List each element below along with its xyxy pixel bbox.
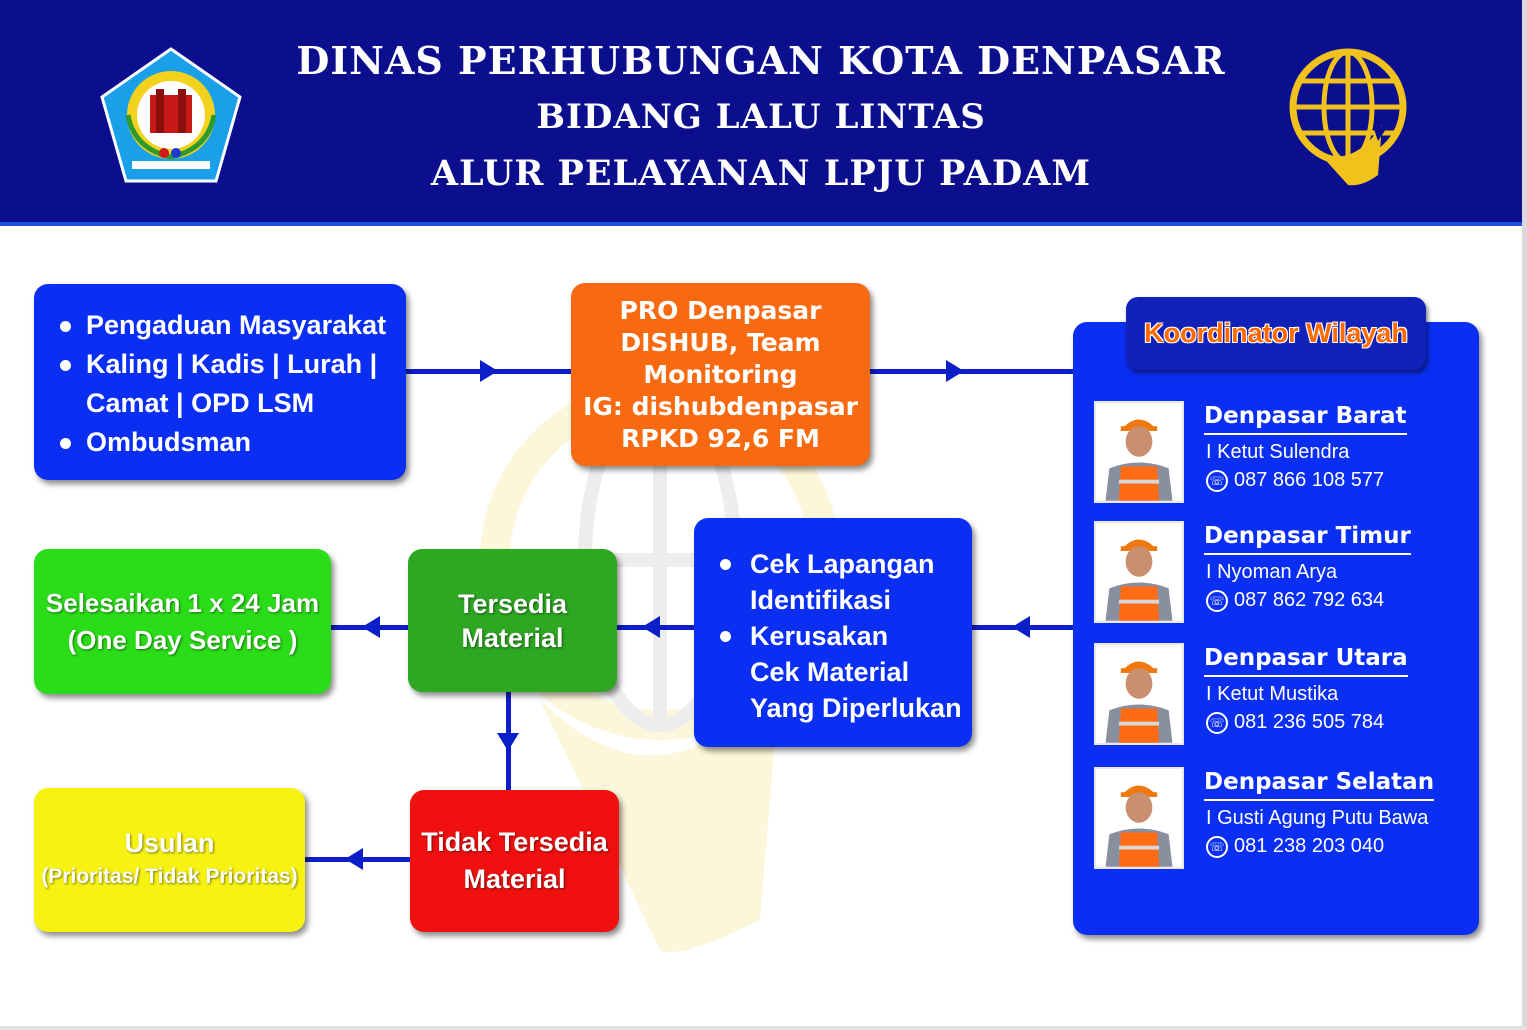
check-item: Yang Diperlukan — [750, 693, 962, 723]
phone-icon: ☏ — [1206, 711, 1228, 734]
phone-icon: ☏ — [1206, 469, 1228, 492]
one-day-service-label: Selesaikan 1 x 24 Jam — [45, 587, 320, 618]
complaint-sources-box: Pengaduan Masyarakat Kaling | Kadis | Lu… — [34, 284, 406, 480]
one-day-service-sublabel: (One Day Service ) — [67, 624, 298, 655]
material-available-label: Material — [461, 622, 564, 653]
page-edge — [0, 1026, 1527, 1030]
proposal-label: Usulan — [124, 828, 215, 858]
source-item: Camat | OPD LSM — [86, 388, 315, 418]
region-name: Denpasar Barat — [1204, 401, 1407, 435]
denpasar-city-emblem-icon — [100, 47, 242, 183]
region-name: Denpasar Utara — [1204, 643, 1408, 677]
coordinator-name: I Ketut Mustika — [1206, 683, 1339, 705]
page-edge — [1522, 0, 1527, 1030]
region-name: Denpasar Selatan — [1204, 767, 1435, 801]
page-heading: ALUR PELAYANAN LPJU PADAM — [430, 153, 1092, 194]
check-item: Identifikasi — [750, 585, 892, 615]
coordinator-name: I Gusti Agung Putu Bawa — [1206, 807, 1429, 829]
phone-icon: ☏ — [1206, 835, 1228, 858]
coordinator-name: I Ketut Sulendra — [1206, 441, 1350, 463]
phone-number: 081 238 203 040 — [1234, 835, 1385, 857]
arrow-left-icon — [642, 616, 660, 638]
regional-coordinator-title: Koordinator Wilayah — [1126, 297, 1426, 370]
phone-number: 087 862 792 634 — [1234, 589, 1385, 611]
arrow-left-icon — [1012, 616, 1030, 638]
source-item: Pengaduan Masyarakat — [60, 306, 406, 345]
page-subtitle: BIDANG LALU LINTAS — [536, 97, 986, 137]
pro-line: PRO Denpasar — [619, 295, 822, 325]
material-unavailable-label: Tidak Tersedia — [421, 827, 608, 857]
proposal-sublabel: (Prioritas/ Tidak Prioritas) — [41, 865, 298, 888]
arrow-left-icon — [362, 616, 380, 638]
coordinator-card: Denpasar Utara I Ketut Mustika ☏ 081 236… — [1094, 643, 1464, 747]
arrow-right-icon — [946, 360, 964, 382]
pro-denpasar-box: PRO Denpasar DISHUB, Team Monitoring IG:… — [571, 283, 870, 466]
officer-photo-icon — [1094, 401, 1184, 503]
officer-photo-icon — [1094, 643, 1184, 745]
check-item: Cek Lapangan — [720, 546, 972, 582]
one-day-service-box: Selesaikan 1 x 24 Jam (One Day Service ) — [34, 549, 331, 694]
arrow-left-icon — [345, 848, 363, 870]
header-banner — [0, 0, 1522, 222]
region-name: Denpasar Timur — [1204, 521, 1411, 555]
dishub-globe-emblem-icon — [1289, 48, 1407, 186]
material-available-box: Tersedia Material — [408, 549, 617, 692]
material-available-label: Tersedia — [457, 588, 568, 619]
coordinator-phone: ☏ 081 236 505 784 — [1206, 711, 1384, 734]
coordinator-card: Denpasar Selatan I Gusti Agung Putu Bawa… — [1094, 767, 1464, 871]
phone-number: 081 236 505 784 — [1234, 711, 1385, 733]
phone-number: 087 866 108 577 — [1234, 469, 1385, 491]
coordinator-name: I Nyoman Arya — [1206, 561, 1338, 583]
header-divider — [0, 222, 1522, 234]
check-item: Kerusakan — [720, 618, 972, 654]
coordinator-phone: ☏ 087 866 108 577 — [1206, 469, 1384, 492]
proposal-box: Usulan (Prioritas/ Tidak Prioritas) — [34, 788, 305, 932]
pro-line: Monitoring — [643, 359, 798, 389]
material-unavailable-box: Tidak Tersedia Material — [410, 790, 619, 932]
check-item: Cek Material — [750, 657, 910, 687]
pro-line: IG: dishubdenpasar — [583, 391, 858, 421]
connector-koordinator-to-pro — [870, 369, 1074, 374]
pro-line: RPKD 92,6 FM — [621, 423, 820, 453]
source-item: Ombudsman — [60, 423, 406, 462]
page-title: DINAS PERHUBUNGAN KOTA DENPASAR — [296, 38, 1226, 83]
pro-line: DISHUB, Team — [620, 327, 821, 357]
coordinator-phone: ☏ 087 862 792 634 — [1206, 589, 1384, 612]
coordinator-phone: ☏ 081 238 203 040 — [1206, 835, 1384, 858]
phone-icon: ☏ — [1206, 589, 1228, 612]
coordinator-card: Denpasar Barat I Ketut Sulendra ☏ 087 86… — [1094, 401, 1464, 505]
source-item: Kaling | Kadis | Lurah | — [60, 345, 406, 384]
arrow-down-icon — [497, 733, 519, 751]
officer-photo-icon — [1094, 767, 1184, 869]
coordinator-card: Denpasar Timur I Nyoman Arya ☏ 087 862 7… — [1094, 521, 1464, 625]
officer-photo-icon — [1094, 521, 1184, 623]
material-unavailable-label: Material — [463, 864, 566, 894]
field-check-box: Cek Lapangan Identifikasi Kerusakan Cek … — [694, 518, 972, 747]
arrow-right-icon — [480, 360, 498, 382]
